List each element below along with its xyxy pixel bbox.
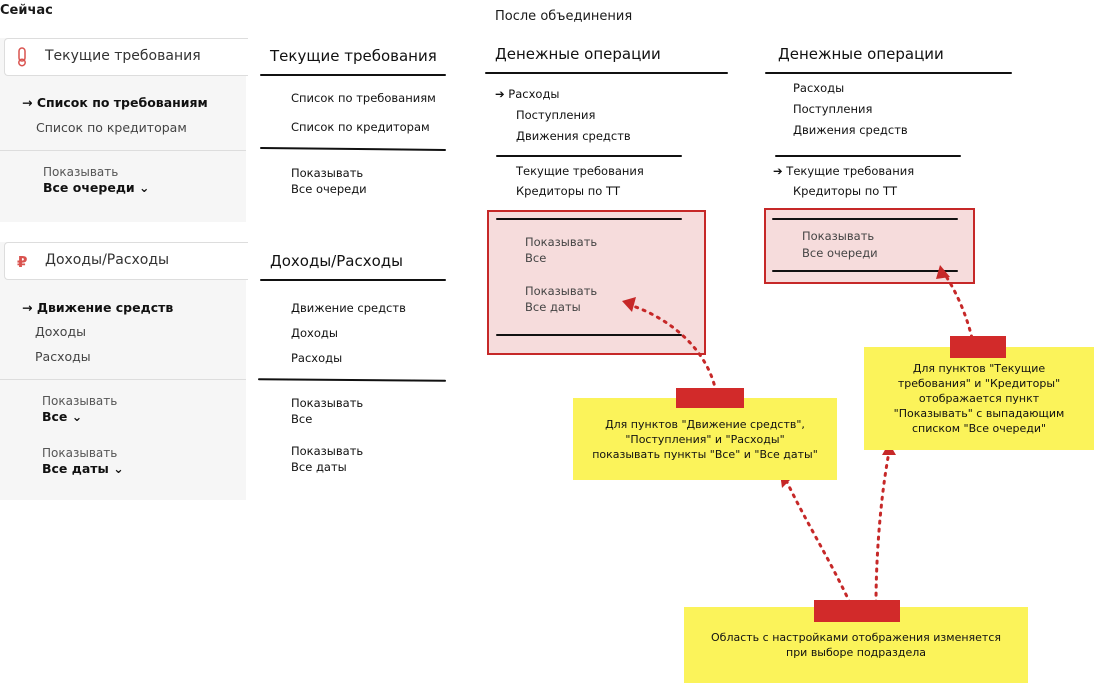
sketch-item-selected: ➔ Текущие требования xyxy=(773,164,915,178)
sketch-title: Текущие требования xyxy=(270,47,437,65)
queues-dropdown[interactable]: Все очереди ⌄ xyxy=(43,180,150,195)
all-dropdown[interactable]: Все ⌄ xyxy=(42,409,83,424)
panel-title: Доходы/Расходы xyxy=(45,252,170,268)
filter-label: Показывать xyxy=(42,394,118,408)
sketch-line xyxy=(496,334,682,336)
ruble-icon: ₽ xyxy=(17,253,27,271)
nav-item-cash-flow[interactable]: → Движение средств xyxy=(22,300,174,315)
sketch-title: Доходы/Расходы xyxy=(270,252,403,270)
sticky-note: Для пунктов "Движение средств", "Поступл… xyxy=(573,398,837,480)
tape xyxy=(950,336,1006,358)
sketch-label: Показывать xyxy=(802,229,875,243)
tape xyxy=(814,600,900,622)
sketch-item: Движение средств xyxy=(291,301,406,315)
sketch-item: Кредиторы по ТТ xyxy=(516,184,620,198)
sketch-line xyxy=(496,155,682,157)
sketch-label: Показывать xyxy=(525,284,598,298)
sketch-line xyxy=(260,74,446,76)
sketch-value: Все xyxy=(291,412,313,426)
panel-title: Текущие требования xyxy=(45,48,201,64)
panel-header[interactable]: Текущие требования xyxy=(4,38,248,76)
tape xyxy=(676,388,744,408)
sketch-value: Все даты xyxy=(525,300,581,314)
sketch-label: Показывать xyxy=(291,444,364,458)
divider xyxy=(0,150,246,151)
now-heading: Сейчас xyxy=(0,3,53,18)
sketch-value: Все очереди xyxy=(802,246,878,260)
settings-area-highlight xyxy=(487,210,706,355)
sketch-value: Все xyxy=(525,251,547,265)
sketch-line xyxy=(765,72,1012,74)
thermometer-icon xyxy=(18,47,26,67)
sketch-label: Показывать xyxy=(291,166,364,180)
svg-text:₽: ₽ xyxy=(17,253,27,271)
divider xyxy=(0,379,246,380)
filter-label: Показывать xyxy=(42,446,118,460)
after-heading: После объединения xyxy=(495,9,633,24)
sketch-item: Поступления xyxy=(793,102,873,116)
current-requirements-panel: Текущие требования → Список по требовани… xyxy=(0,38,248,222)
sticky-note: Для пунктов "Текущие требования" и "Кред… xyxy=(864,347,1094,450)
sketch-value: Все даты xyxy=(291,460,347,474)
sketch-item: Список по кредиторам xyxy=(291,120,430,134)
sketch-item: Расходы xyxy=(793,81,845,95)
dates-dropdown[interactable]: Все даты ⌄ xyxy=(42,461,124,476)
sketch-line xyxy=(260,279,446,281)
income-expense-panel: ₽ Доходы/Расходы → Движение средств Дохо… xyxy=(0,242,248,500)
sketch-title: Денежные операции xyxy=(495,45,661,63)
sketch-item: Доходы xyxy=(291,326,338,340)
sketch-item-selected: ➔ Расходы xyxy=(495,87,560,101)
sketch-label: Показывать xyxy=(525,235,598,249)
filter-label: Показывать xyxy=(43,165,119,179)
sketch-line xyxy=(772,270,958,272)
sketch-value: Все очереди xyxy=(291,182,367,196)
sketch-item: Кредиторы по ТТ xyxy=(793,184,897,198)
nav-item-income[interactable]: Доходы xyxy=(35,324,86,339)
nav-item-expenses[interactable]: Расходы xyxy=(35,349,91,364)
panel-header[interactable]: ₽ Доходы/Расходы xyxy=(4,242,248,280)
sketch-line xyxy=(772,218,958,220)
sketch-line xyxy=(496,218,682,220)
sketch-item: Текущие требования xyxy=(516,164,644,178)
sketch-label: Показывать xyxy=(291,396,364,410)
sketch-item: Движения средств xyxy=(793,123,908,137)
nav-item-creditors-list[interactable]: Список по кредиторам xyxy=(36,120,187,135)
sketch-line xyxy=(485,72,728,74)
sketch-title: Денежные операции xyxy=(778,45,944,63)
sketch-item: Поступления xyxy=(516,108,596,122)
nav-item-requirements-list[interactable]: → Список по требованиям xyxy=(22,95,208,110)
sketch-item: Расходы xyxy=(291,351,343,365)
sketch-item: Движения средств xyxy=(516,129,631,143)
sketch-line xyxy=(775,155,961,157)
sketch-item: Список по требованиям xyxy=(291,91,436,105)
